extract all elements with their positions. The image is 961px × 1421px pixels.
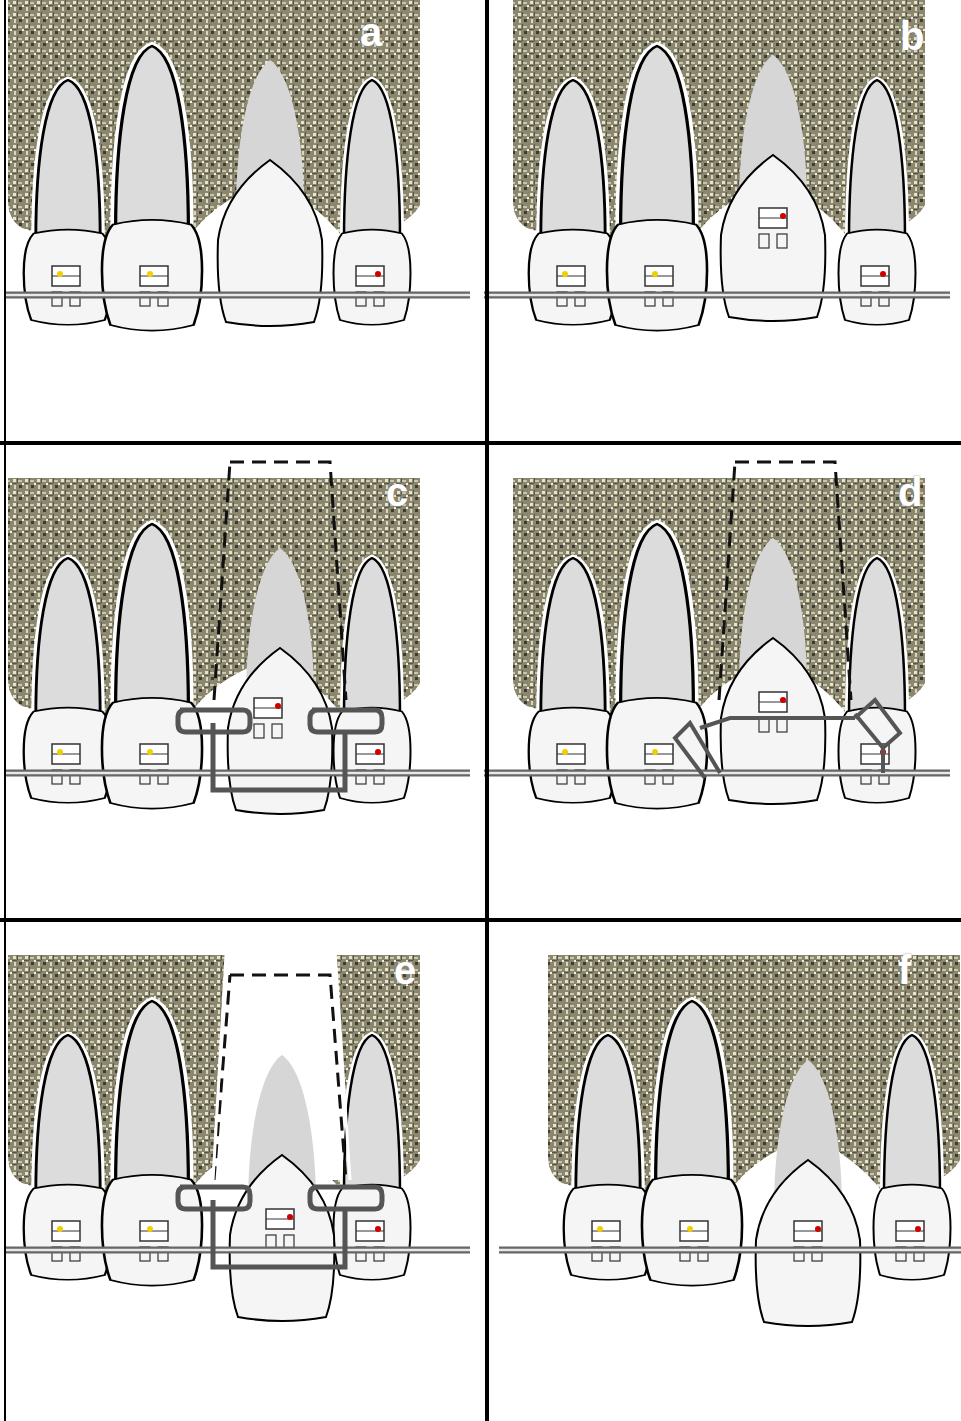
panel-letter: a <box>360 12 382 52</box>
panel-letter: d <box>898 472 922 512</box>
panel-letter: e <box>394 950 416 990</box>
panel-letter: b <box>900 16 924 56</box>
panel-letter: f <box>898 950 911 990</box>
panel-letter: c <box>386 472 408 512</box>
